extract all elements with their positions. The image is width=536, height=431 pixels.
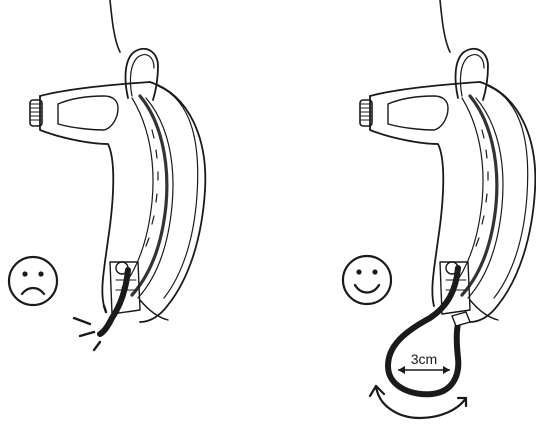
strap-tight bbox=[100, 270, 128, 334]
device-drawing-right bbox=[360, 0, 535, 322]
strap-loop bbox=[388, 268, 460, 394]
strain-burst-icon bbox=[74, 306, 106, 350]
sad-face-icon bbox=[9, 257, 57, 305]
incorrect-panel bbox=[9, 0, 205, 350]
loop-width-label: 3cm bbox=[411, 351, 437, 367]
happy-face-icon bbox=[343, 256, 391, 304]
correct-panel: 3cm bbox=[343, 0, 535, 418]
loop-width-dimension bbox=[398, 366, 450, 374]
